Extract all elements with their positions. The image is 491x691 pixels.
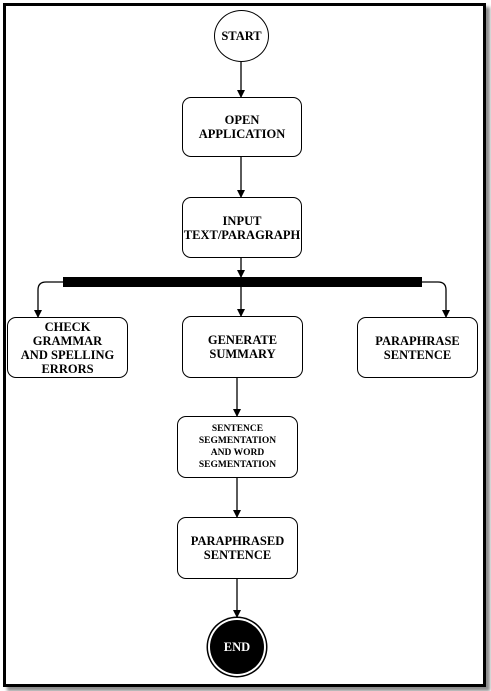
end-node: END [210,620,264,674]
input-text-node: INPUT TEXT/PARAGRAPH [182,197,302,258]
check-grammar-node: CHECK GRAMMAR AND SPELLING ERRORS [7,317,128,378]
fork-bar [63,277,422,287]
generate-summary-node: GENERATE SUMMARY [182,316,303,378]
check-grammar-label: CHECK GRAMMAR AND SPELLING ERRORS [20,319,115,376]
input-text-label: INPUT TEXT/PARAGRAPH [183,213,301,242]
arrow-fork-to-paraphrase [422,281,450,318]
end-label: END [223,640,251,654]
paraphrase-sentence-label: PARAPHRASE SENTENCE [375,333,460,362]
generate-summary-label: GENERATE SUMMARY [207,333,278,361]
segmentation-node: SENTENCE SEGMENTATION AND WORD SEGMENTAT… [177,416,298,478]
paraphrased-sentence-node: PARAPHRASED SENTENCE [177,517,298,579]
paraphrased-sentence-label: PARAPHRASED SENTENCE [190,534,285,562]
open-application-label: OPEN APPLICATION [198,113,286,141]
open-application-node: OPEN APPLICATION [182,97,302,157]
paraphrase-sentence-node: PARAPHRASE SENTENCE [357,317,478,378]
start-label: START [221,29,262,43]
arrow-fork-to-grammar [34,281,63,318]
segmentation-label: SENTENCE SEGMENTATION AND WORD SEGMENTAT… [198,424,277,470]
start-node: START [214,10,269,62]
